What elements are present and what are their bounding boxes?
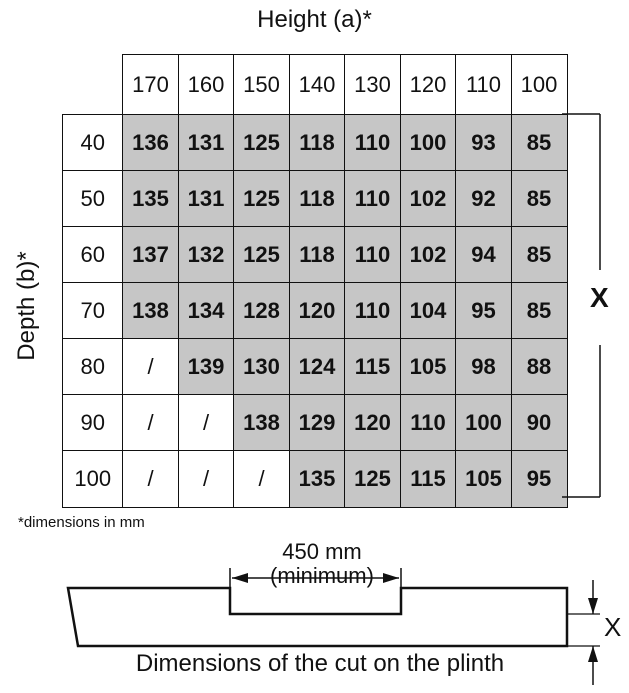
empty-cell: /: [122, 338, 179, 396]
col-header: 170: [122, 54, 179, 116]
value-cell: 110: [344, 114, 401, 172]
row-header: 80: [62, 338, 124, 396]
row-header: 90: [62, 394, 124, 452]
value-cell: 95: [455, 282, 512, 340]
plinth-caption: Dimensions of the cut on the plinth: [135, 650, 505, 677]
x-marker-small: X: [604, 612, 622, 642]
value-cell: 138: [122, 282, 179, 340]
value-cell: 110: [399, 394, 457, 452]
dim-arrow-left: [232, 573, 248, 583]
value-cell: 118: [288, 170, 346, 228]
value-cell: 98: [455, 338, 512, 396]
value-cell: 93: [455, 114, 512, 172]
value-cell: 132: [177, 226, 235, 284]
value-cell: 90: [510, 394, 568, 452]
value-cell: 85: [510, 114, 568, 172]
col-header: 120: [399, 54, 457, 116]
cut-width-minimum: (minimum): [270, 563, 374, 588]
value-cell: 125: [233, 226, 290, 284]
value-cell: 110: [344, 170, 401, 228]
empty-cell: /: [233, 450, 290, 508]
col-header: 130: [344, 54, 401, 116]
value-cell: 120: [344, 394, 401, 452]
col-header: 150: [233, 54, 290, 116]
value-cell: 138: [233, 394, 290, 452]
value-cell: 130: [233, 338, 290, 396]
value-cell: 128: [233, 282, 290, 340]
x-dim-arrow-top: [588, 598, 598, 614]
row-header: 40: [62, 114, 124, 172]
units-note: *dimensions in mm: [18, 514, 145, 531]
value-cell: 104: [399, 282, 457, 340]
value-cell: 105: [399, 338, 457, 396]
value-cell: 100: [455, 394, 512, 452]
value-cell: 94: [455, 226, 512, 284]
value-cell: 110: [344, 282, 401, 340]
x-dim-arrow-bottom: [588, 646, 598, 662]
value-cell: 95: [510, 450, 568, 508]
empty-cell: /: [177, 450, 235, 508]
value-cell: 88: [510, 338, 568, 396]
dim-arrow-right: [383, 573, 399, 583]
cut-width-label: 450 mm (minimum): [232, 540, 412, 588]
value-cell: 131: [177, 170, 235, 228]
value-cell: 134: [177, 282, 235, 340]
value-cell: 115: [344, 338, 401, 396]
plinth-outline: [66, 586, 569, 648]
value-cell: 105: [455, 450, 512, 508]
value-cell: 125: [344, 450, 401, 508]
value-cell: 131: [177, 114, 235, 172]
col-header: 100: [510, 54, 568, 116]
value-cell: 118: [288, 226, 346, 284]
x-marker: X: [590, 282, 609, 313]
value-cell: 139: [177, 338, 235, 396]
row-header: 70: [62, 282, 124, 340]
value-cell: 92: [455, 170, 512, 228]
value-cell: 135: [288, 450, 346, 508]
height-axis-label: Height (a)*: [257, 6, 372, 33]
value-cell: 115: [399, 450, 457, 508]
value-cell: 120: [288, 282, 346, 340]
value-cell: 102: [399, 226, 457, 284]
cut-width-value: 450 mm: [282, 539, 362, 564]
